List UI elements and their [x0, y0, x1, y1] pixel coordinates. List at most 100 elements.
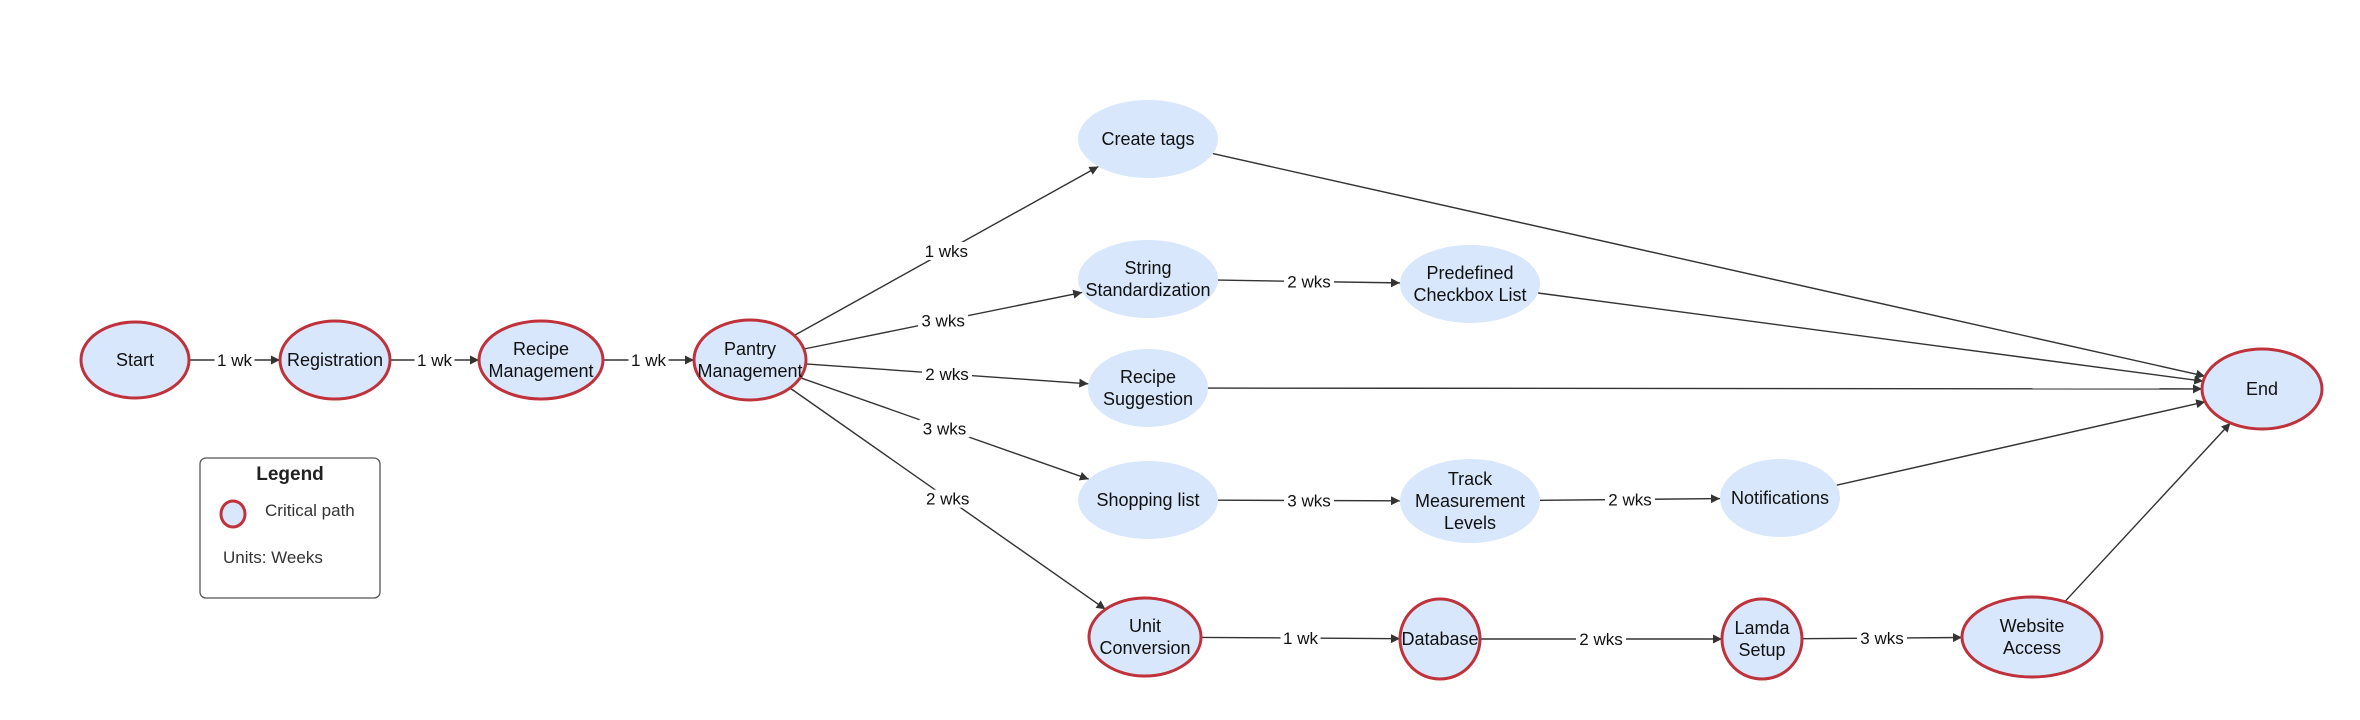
- edge-shopping-list-to-track-measurement-levels: 3 wks: [1217, 491, 1401, 511]
- node-shape: [692, 318, 808, 402]
- node-label: String: [1124, 258, 1171, 278]
- node-label: Setup: [1738, 640, 1785, 660]
- edge-start-to-registration: 1 wk: [189, 351, 280, 370]
- edge-line: [1538, 292, 2204, 385]
- edge-unit-conversion-to-database: 1 wk: [1200, 629, 1401, 648]
- edge-label: 3 wks: [1860, 629, 1903, 648]
- node-label: Recipe: [513, 339, 569, 359]
- edge-label-backing: [628, 351, 669, 369]
- node-label: Management: [697, 361, 802, 381]
- edge-pantry-management-to-string-standardization: 3 wks: [803, 289, 1083, 350]
- node-shape: [1078, 240, 1218, 318]
- node-label: Notifications: [1731, 488, 1829, 508]
- node-label: End: [2246, 379, 2278, 399]
- node-shape: [1078, 461, 1218, 539]
- node-label: Standardization: [1085, 280, 1210, 300]
- edge-label-backing: [1284, 272, 1334, 291]
- edge-pantry-management-to-create-tags: 1 wks: [793, 165, 1099, 337]
- node-database: Database: [1398, 597, 1482, 681]
- edge-label: 1 wk: [417, 351, 452, 370]
- edge-label-backing: [1857, 629, 1907, 648]
- edge-label: 2 wks: [925, 365, 968, 384]
- edge-label: 1 wks: [925, 242, 968, 261]
- edge-label-backing: [919, 419, 970, 438]
- node-label: Predefined: [1426, 263, 1513, 283]
- edge-label: 3 wks: [921, 312, 964, 331]
- edge-pantry-management-to-shopping-list: 3 wks: [799, 377, 1090, 481]
- node-shape: [1087, 596, 1203, 678]
- edge-label: 2 wks: [1287, 273, 1330, 292]
- edge-predefined-checkbox-list-to-end: [1538, 292, 2204, 385]
- edge-label: 1 wk: [1283, 629, 1318, 648]
- node-shape: [1088, 349, 1208, 427]
- edge-label: 2 wks: [1608, 491, 1651, 510]
- edge-label-backing: [922, 489, 973, 508]
- node-label: Website: [2000, 616, 2065, 636]
- edge-create-tags-to-end: [1212, 152, 2206, 379]
- node-label: Unit: [1129, 616, 1161, 636]
- node-label: Track: [1448, 469, 1493, 489]
- edge-label-backing: [214, 351, 255, 369]
- node-shape: [79, 320, 191, 400]
- node-label: Access: [2003, 638, 2061, 658]
- edge-line: [2064, 422, 2231, 603]
- node-label: Start: [116, 350, 154, 370]
- edge-notifications-to-end: [1836, 399, 2206, 486]
- edge-database-to-lamda-setup: 2 wks: [1480, 630, 1722, 649]
- node-label: Database: [1401, 629, 1478, 649]
- legend-critical-label: Critical path: [265, 501, 355, 520]
- node-shape: [1960, 595, 2104, 679]
- edge-label: 1 wk: [217, 351, 252, 370]
- node-label: Suggestion: [1103, 389, 1193, 409]
- node-label: Lamda: [1734, 618, 1790, 638]
- legend: Legend Critical path Units: Weeks: [199, 457, 381, 599]
- node-label: Management: [488, 361, 593, 381]
- edge-pantry-management-to-recipe-suggestion: 2 wks: [805, 363, 1089, 388]
- node-start: Start: [79, 320, 191, 400]
- edge-recipe-management-to-pantry-management: 1 wk: [603, 351, 694, 370]
- edge-track-measurement-levels-to-notifications: 2 wks: [1539, 490, 1721, 510]
- node-shape: [1400, 459, 1540, 543]
- node-shape: [1398, 597, 1482, 681]
- edge-label-backing: [1284, 491, 1334, 510]
- edge-line: [1207, 384, 2203, 394]
- node-label: Pantry: [724, 339, 776, 359]
- node-shopping-list: Shopping list: [1078, 461, 1218, 539]
- node-shape: [1400, 245, 1540, 323]
- edge-label: 3 wks: [1287, 492, 1330, 511]
- legend-units-label: Units: Weeks: [223, 548, 323, 567]
- edge-label-backing: [414, 351, 455, 369]
- legend-title: Legend: [256, 464, 324, 485]
- node-shape: [1720, 459, 1840, 537]
- node-shape: [1078, 100, 1218, 178]
- edge-line: [1836, 399, 2206, 486]
- edge-line: [1212, 152, 2206, 379]
- node-end: End: [2200, 347, 2324, 431]
- edge-label: 2 wks: [926, 490, 969, 509]
- edge-recipe-suggestion-to-end: [1207, 384, 2203, 394]
- node-registration: Registration: [278, 319, 392, 401]
- node-shape: [278, 319, 392, 401]
- edge-label-backing: [921, 242, 972, 260]
- edge-string-standardization-to-predefined-checkbox-list: 2 wks: [1217, 272, 1401, 292]
- edge-label-backing: [922, 364, 972, 383]
- node-shape: [2200, 347, 2324, 431]
- node-label: Conversion: [1099, 638, 1190, 658]
- node-label: Recipe: [1120, 367, 1176, 387]
- edge-label-backing: [1605, 490, 1655, 509]
- edge-pantry-management-to-unit-conversion: 2 wks: [789, 387, 1106, 610]
- node-label: Checkbox List: [1413, 285, 1526, 305]
- node-shape: [477, 319, 605, 401]
- node-shape: [1720, 597, 1804, 681]
- legend-box: [199, 457, 381, 599]
